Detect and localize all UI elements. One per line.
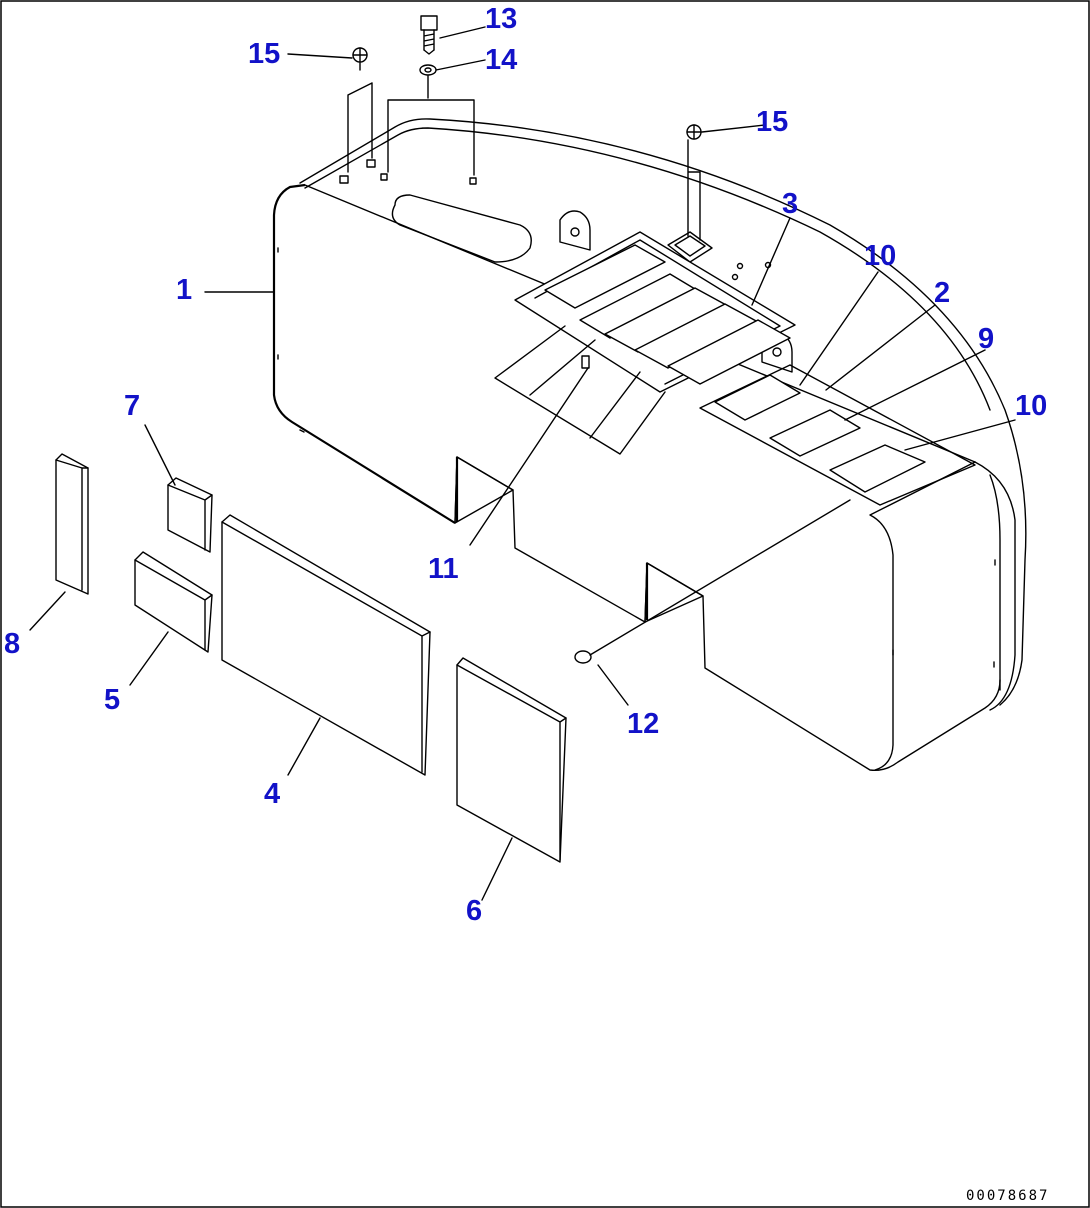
block-4 <box>221 514 431 776</box>
callout-4: 4 <box>264 778 280 810</box>
block-6 <box>456 657 567 863</box>
block-5 <box>134 551 213 653</box>
counterweight-body <box>272 118 1027 772</box>
callout-14: 14 <box>485 44 517 76</box>
plug-15-right <box>686 124 702 241</box>
callout-3: 3 <box>782 188 798 220</box>
callout-15-left: 15 <box>248 38 280 70</box>
callout-9: 9 <box>978 323 994 355</box>
callout-15-right: 15 <box>756 106 788 138</box>
callout-5: 5 <box>104 684 120 716</box>
washer-14 <box>387 64 475 176</box>
callout-10-upper: 10 <box>864 240 896 272</box>
plate-3 <box>494 231 796 455</box>
plate-2 <box>699 364 976 506</box>
block-8 <box>55 453 89 595</box>
bolt-13 <box>420 15 438 55</box>
drawing-code: 00078687 <box>966 1188 1049 1204</box>
callout-7: 7 <box>124 390 140 422</box>
block-7 <box>167 477 213 553</box>
callouts: 1 2 3 4 5 6 7 8 9 10 10 11 12 13 14 15 1… <box>4 3 1047 927</box>
callout-13: 13 <box>485 3 517 35</box>
callout-12: 12 <box>627 708 659 740</box>
callout-11: 11 <box>428 553 459 585</box>
callout-8: 8 <box>4 628 20 660</box>
leader-lines <box>29 26 1016 901</box>
callout-6: 6 <box>466 895 482 927</box>
callout-1: 1 <box>176 274 192 306</box>
rivet-12 <box>574 499 851 664</box>
plug-15-left <box>347 47 373 173</box>
callout-2: 2 <box>934 277 950 309</box>
callout-10-lower: 10 <box>1015 390 1047 422</box>
